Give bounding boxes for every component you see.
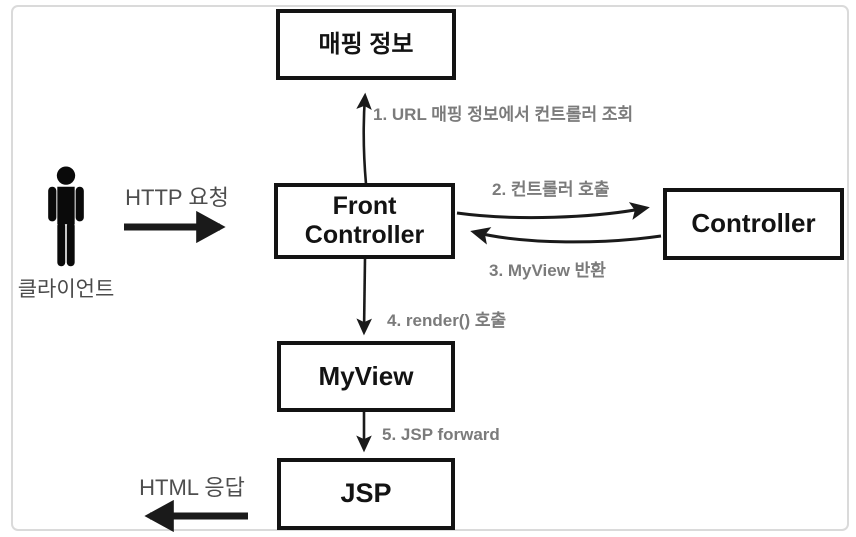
node-mapping-info: 매핑 정보 — [276, 9, 456, 80]
step2-label: 2. 컨트롤러 호출 — [492, 180, 610, 199]
step4-render-arrow — [356, 257, 372, 336]
step1-label: 1. URL 매핑 정보에서 컨트롤러 조회 — [373, 105, 634, 124]
client-actor-label: 클라이언트 — [17, 278, 115, 301]
node-controller-label: Controller — [691, 208, 816, 239]
client-actor: 클라이언트 — [10, 166, 122, 303]
step2-call-controller-arrow — [456, 202, 650, 220]
node-myview: MyView — [277, 341, 455, 412]
step5-label: 5. JSP forward — [382, 425, 500, 444]
node-front-controller: Front Controller — [274, 183, 455, 259]
client-person-icon — [48, 166, 84, 267]
http-request-label: HTTP 요청 — [125, 185, 229, 210]
step1-lookup-arrow — [356, 92, 372, 185]
step3-return-myview-arrow — [470, 227, 662, 245]
node-controller: Controller — [663, 188, 844, 260]
node-front-controller-label: Front Controller — [304, 192, 425, 249]
node-mapping-info-label: 매핑 정보 — [318, 30, 414, 58]
node-jsp: JSP — [277, 458, 455, 530]
step3-label: 3. MyView 반환 — [489, 261, 606, 280]
step4-label: 4. render() 호출 — [387, 311, 507, 330]
node-myview-label: MyView — [318, 360, 414, 391]
html-response-label: HTML 응답 — [139, 475, 245, 500]
node-jsp-label: JSP — [340, 478, 392, 509]
